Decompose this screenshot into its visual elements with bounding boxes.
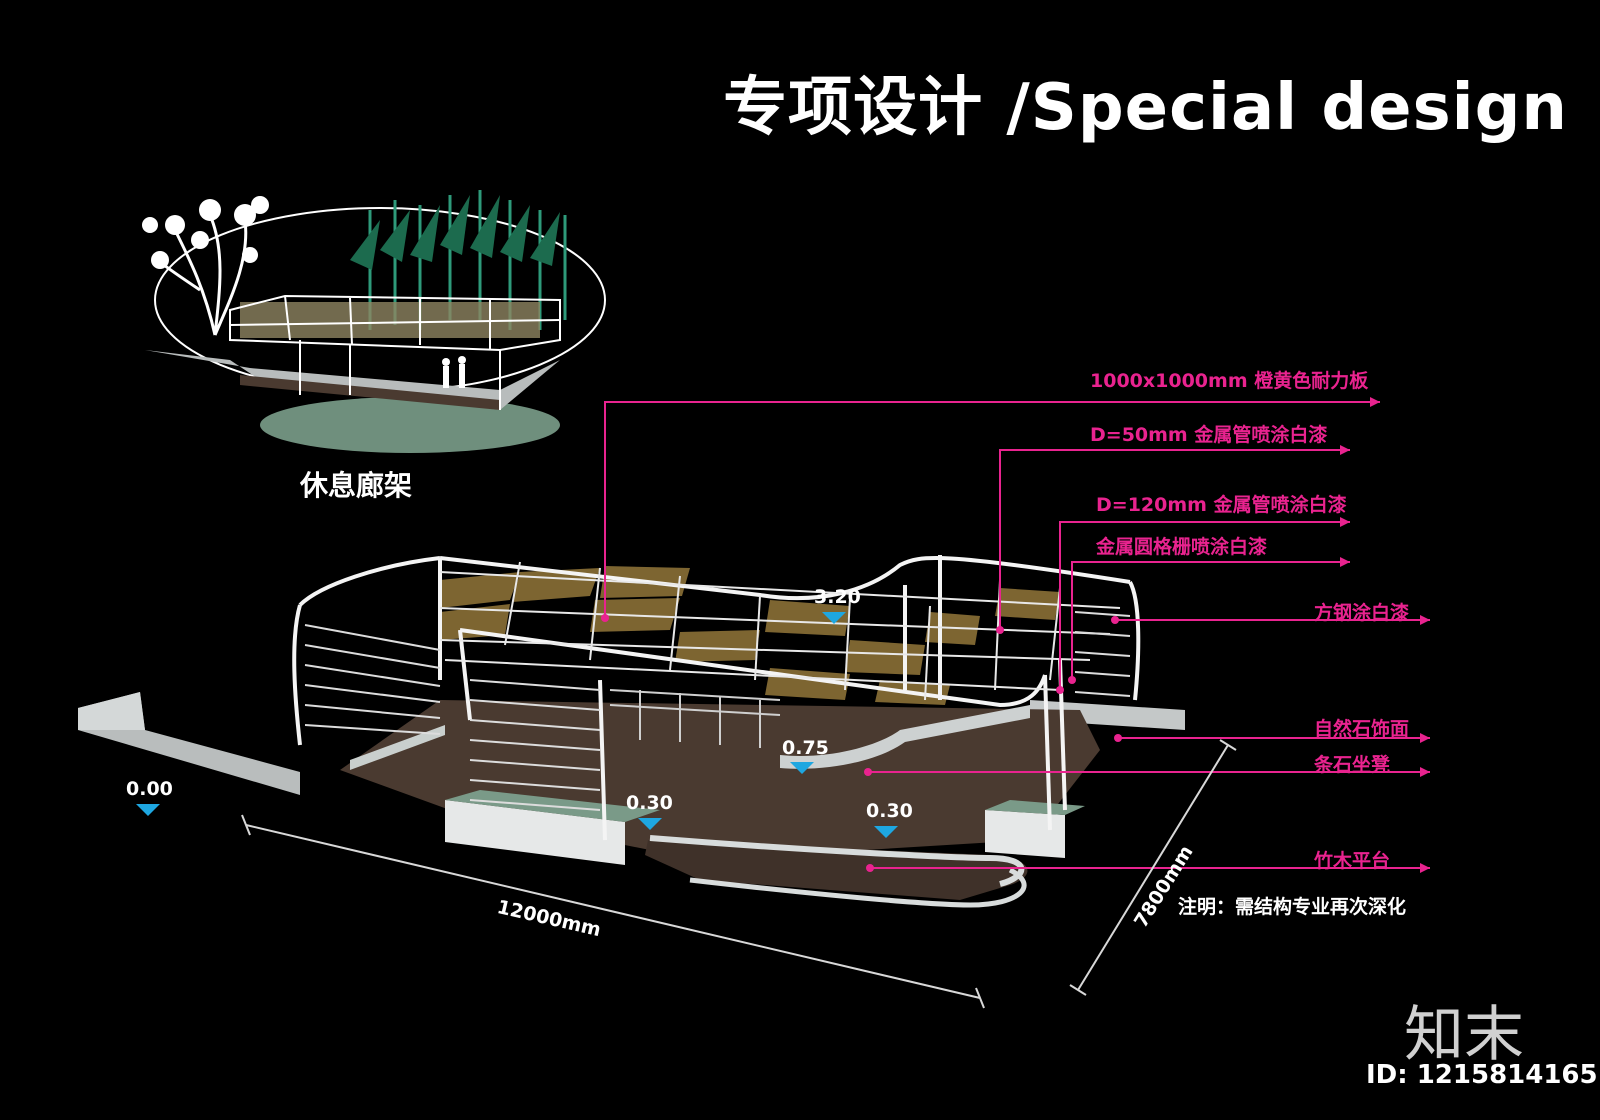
elevation-label-0-75: 0.75 [782,737,829,759]
elevation-label-0-30-a: 0.30 [626,792,673,814]
main-pavilion [78,555,1185,908]
callout-leaders [604,401,1430,869]
callout-50mm-pipe: D=50mm 金属管喷涂白漆 [1090,424,1328,446]
callout-natural-stone: 自然石饰面 [1314,718,1410,740]
deck-step-edge [649,835,1025,887]
image-id-label: ID: 1215814165 [1366,1060,1598,1090]
inset-roof-grid [229,294,561,410]
elevation-marker-0-75 [790,762,814,774]
structure-note: 注明：需结构专业再次深化 [1178,896,1407,918]
side-screen-right [1074,611,1131,697]
inset-stone-wall [145,350,560,410]
deck-step-edge-2 [689,867,1027,908]
plinth-left [445,800,625,865]
inset-ground-ellipse [260,397,560,453]
inset-illustration [142,190,606,453]
plinth-right [985,810,1065,858]
elevation-marker-0-30-a [638,818,662,830]
elevation-markers [136,612,898,838]
elevation-label-0-00: 0.00 [126,778,173,800]
callout-square-steel: 方钢涂白漆 [1314,602,1410,624]
elevation-marker-0-00 [136,804,160,816]
callout-roof-panel: 1000x1000mm 橙黄色耐力板 [1090,370,1369,392]
deck-step-1 [350,725,445,770]
callout-round-grille: 金属圆格栅喷涂白漆 [1096,536,1268,558]
page-title: 专项设计 /Special design [723,71,1568,145]
dim-line-width [1077,744,1229,991]
elevation-label-0-30-b: 0.30 [866,800,913,822]
stone-wall-top [78,692,145,730]
seat-bench [780,705,1030,769]
callout-120mm-pipe: D=120mm 金属管喷涂白漆 [1096,494,1347,516]
callout-stone-bench: 条石坐凳 [1314,754,1391,776]
callout-arrowheads [1340,397,1430,873]
roof-frame [292,555,1141,841]
inset-tree-blooms [142,196,269,269]
inset-bamboo-leaves [350,195,560,270]
callout-bamboo-deck: 竹木平台 [1314,850,1391,872]
elevation-marker-3-20 [822,612,846,624]
side-screen-center [469,679,601,811]
inset-deck [240,375,500,410]
brand-logo: 知末 [1404,1000,1524,1070]
plinth-right-top [985,800,1085,815]
elevation-label-3-20: 3.20 [814,586,861,608]
side-screen-left [304,624,441,735]
roof-grid [439,561,1121,701]
elevation-marker-0-30-b [874,826,898,838]
inset-label: 休息廊架 [300,469,413,502]
dim-line-length [245,824,981,999]
inset-people [442,356,466,388]
callout-dots [601,614,1122,872]
dimension-lines [241,739,1237,1009]
railing [609,689,781,748]
